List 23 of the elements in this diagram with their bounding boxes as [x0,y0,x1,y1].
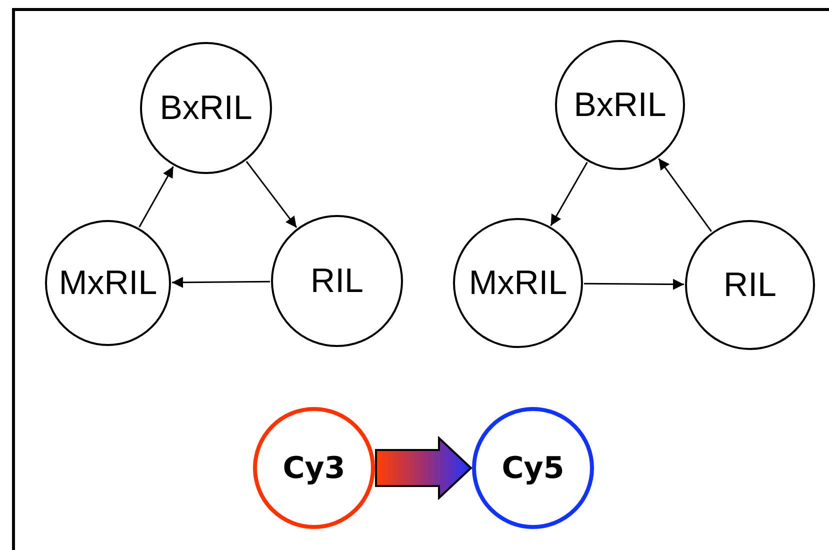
node-circle [140,42,272,174]
block-arrow [375,436,472,500]
node-label: BxRIL [574,86,666,124]
arrow [584,278,684,290]
node-label: Cy5 [502,450,564,486]
node-circle [45,220,171,346]
node-circle [685,220,815,350]
node-circle [555,40,685,170]
arrow [246,160,298,228]
node-label: BxRIL [160,88,252,128]
node-label: Cy3 [282,450,346,486]
node-label: MxRIL [58,264,158,302]
node-circle [453,218,583,348]
node-label: RIL [724,266,776,304]
arrow [138,166,174,228]
arrow [658,158,712,232]
node-circle [253,407,375,529]
node-label: MxRIL [468,264,568,302]
node-label: RIL [310,262,364,300]
arrow [172,276,270,288]
node-circle [472,407,594,529]
arrow [550,162,588,226]
node-circle [271,215,403,347]
